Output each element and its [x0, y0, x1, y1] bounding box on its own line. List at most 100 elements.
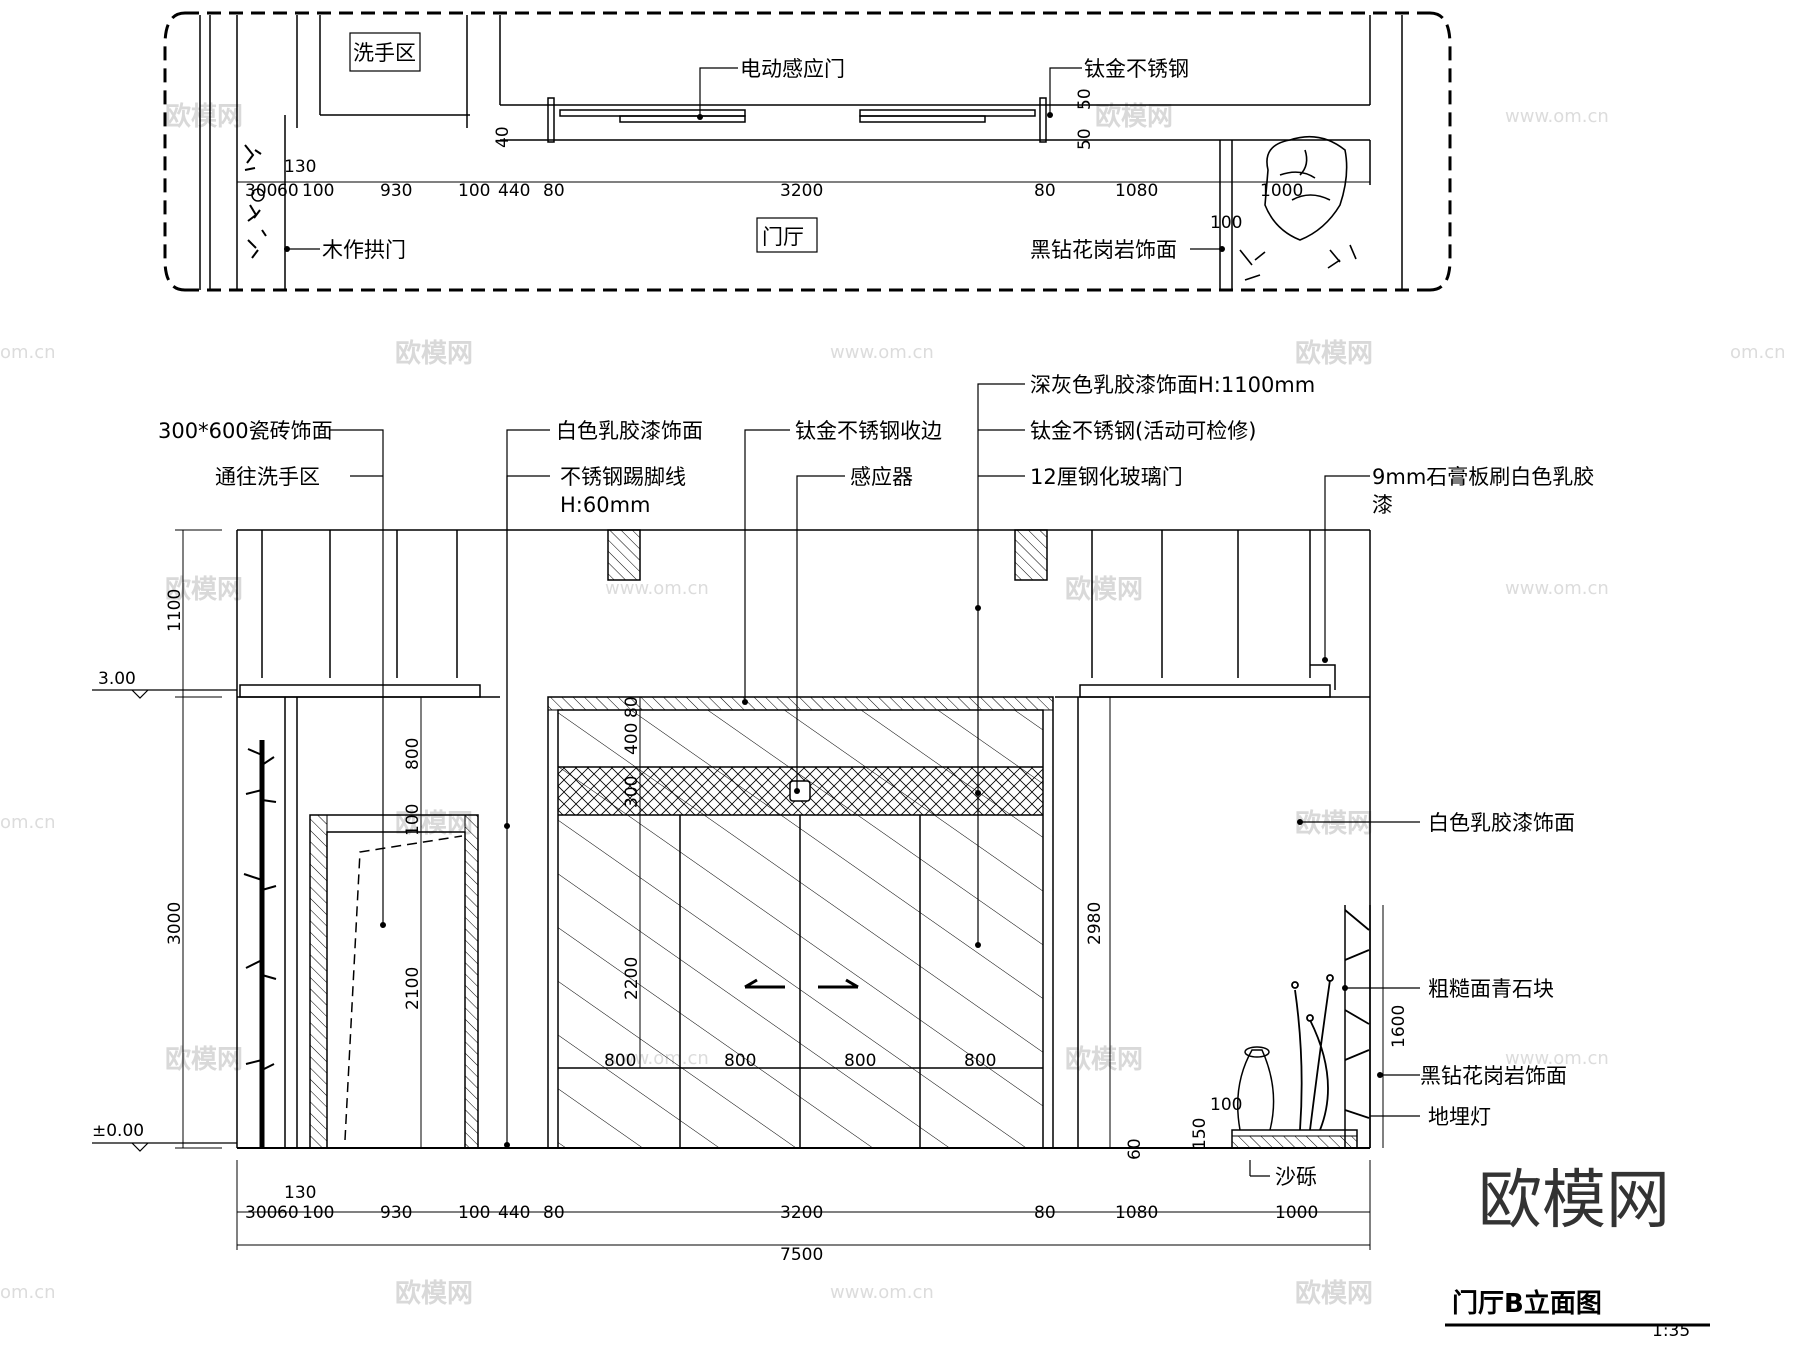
bottom-dim: 1080	[1115, 1203, 1158, 1223]
level-ceiling: 3.00	[98, 669, 136, 689]
plan-dimensions: 130 40 50 50 100 300 60 100 930 100 440 …	[245, 88, 1303, 233]
plan-dim: 60	[277, 181, 299, 201]
watermark: 欧模网	[395, 808, 473, 839]
vertical-dim-lines	[175, 529, 1384, 1149]
label-ss-skirting: 不锈钢踢脚线	[560, 465, 686, 489]
dim-right-100: 100	[1210, 1095, 1242, 1115]
bottom-dim: 300	[245, 1203, 277, 1223]
watermark-url: www.om.cn	[830, 1282, 934, 1303]
level-floor: ±0.00	[92, 1121, 144, 1141]
label-tile: 300*600瓷砖饰面	[158, 419, 333, 443]
bottom-dim: 100	[458, 1203, 490, 1223]
dim-door-80: 80	[622, 696, 642, 718]
bottom-dim: 930	[380, 1203, 412, 1223]
plan-rock	[1239, 135, 1357, 281]
watermark-url: www.om.cn	[1505, 1048, 1609, 1069]
dim-panel: 800	[844, 1051, 876, 1071]
total-width-dim: 7500	[780, 1245, 823, 1265]
label-dark-grey-paint: 深灰色乳胶漆饰面H:1100mm	[1030, 373, 1315, 397]
watermark: 欧模网	[395, 1278, 473, 1309]
plan-dim: 80	[1034, 181, 1056, 201]
dim-panel: 800	[724, 1051, 756, 1071]
watermark-url: om.cn	[0, 812, 56, 833]
label-sensor: 感应器	[850, 465, 913, 489]
plan-label-wood-arch: 木作拱门	[322, 238, 406, 262]
label-skirting-height: H:60mm	[560, 493, 651, 517]
watermark-url: www.om.cn	[830, 342, 934, 363]
bottom-dim: 80	[1034, 1203, 1056, 1223]
room-label-washroom: 洗手区	[353, 41, 416, 65]
plan-dim: 1000	[1260, 181, 1303, 201]
plan-dim: 440	[498, 181, 530, 201]
watermark: 欧模网	[395, 338, 473, 369]
bottom-dim: 80	[543, 1203, 565, 1223]
elevation-bamboo	[243, 740, 277, 1148]
watermark-url: www.om.cn	[605, 578, 709, 599]
watermark: 欧模网	[1095, 101, 1173, 132]
elevation-leader-dots	[380, 605, 1383, 1148]
watermark: 欧模网	[165, 101, 243, 132]
watermark: 欧模网	[165, 574, 243, 605]
plan-dim: 300	[245, 181, 277, 201]
bottom-dim-lines	[236, 1160, 1371, 1250]
label-ti-edge: 钛金不锈钢收边	[795, 419, 942, 443]
bottom-dimensions: 130 300 60 100 930 100 440 80 3200 80 10…	[245, 1183, 1318, 1265]
bottom-dim: 1000	[1275, 1203, 1318, 1223]
watermark-url: www.om.cn	[1505, 578, 1609, 599]
plan-dim: 930	[380, 181, 412, 201]
watermark-url: om.cn	[1730, 342, 1786, 363]
plan-dim: 130	[284, 157, 316, 177]
watermark-url: www.om.cn	[1505, 106, 1609, 127]
dim-right-1600: 1600	[1389, 1005, 1409, 1048]
plan-dim: 50	[1075, 88, 1095, 110]
dim-right-2980: 2980	[1085, 902, 1105, 945]
brand-logo: 欧模网	[1478, 1164, 1670, 1238]
watermark: 欧模网	[1295, 338, 1373, 369]
watermark: 欧模网	[1065, 574, 1143, 605]
door-open-arrows	[744, 978, 859, 989]
label-gypsum-board: 9mm石膏板刷白色乳胶	[1372, 465, 1594, 489]
label-white-paint-right: 白色乳胶漆饰面	[1428, 811, 1575, 835]
bottom-dim: 60	[277, 1203, 299, 1223]
level-markers	[92, 689, 237, 1152]
plan-bamboo	[244, 144, 267, 259]
plan-dim: 80	[543, 181, 565, 201]
label-bluestone: 粗糙面青石块	[1428, 977, 1554, 1001]
plan-label-granite: 黑钻花岗岩饰面	[1030, 238, 1177, 262]
plan-leaders	[287, 67, 1222, 250]
dim-panel: 800	[604, 1051, 636, 1071]
plan-label-titanium: 钛金不锈钢	[1084, 57, 1189, 81]
bottom-dim: 3200	[780, 1203, 823, 1223]
dim-right-150: 150	[1190, 1118, 1210, 1150]
plan-dim: 50	[1075, 128, 1095, 150]
dim-arch-800: 800	[403, 738, 423, 770]
plan-dim: 100	[1210, 213, 1242, 233]
bottom-dim: 440	[498, 1203, 530, 1223]
bottom-dim: 100	[302, 1203, 334, 1223]
dim-right-60: 60	[1125, 1138, 1145, 1160]
dim-arch-100: 100	[403, 804, 423, 836]
dim-arch-2100: 2100	[403, 967, 423, 1010]
plan-dim: 1080	[1115, 181, 1158, 201]
label-to-washroom: 通往洗手区	[215, 465, 320, 489]
drawing-scale: 1:35	[1652, 1321, 1690, 1341]
plan-dim: 100	[302, 181, 334, 201]
drawing-title: 门厅B立面图	[1452, 1288, 1602, 1319]
elevation-leaders	[330, 383, 1420, 1177]
watermark: 欧模网	[1065, 1044, 1143, 1075]
watermark: 欧模网	[1295, 1278, 1373, 1309]
dim-total-height: 3000	[165, 902, 185, 945]
label-floor-light: 地埋灯	[1428, 1105, 1491, 1129]
dim-upper: 1100	[165, 589, 185, 632]
label-ti-removable: 钛金不锈钢(活动可检修)	[1030, 419, 1256, 443]
room-label-foyer: 门厅	[762, 225, 804, 249]
plan-dim: 100	[458, 181, 490, 201]
plan-dim: 40	[493, 126, 513, 148]
watermark: 欧模网	[165, 1044, 243, 1075]
floor-plan	[163, 11, 1452, 292]
dim-door-300: 300	[622, 776, 642, 808]
plan-leader-dots	[284, 112, 1225, 252]
plan-label-auto-door: 电动感应门	[740, 57, 845, 81]
